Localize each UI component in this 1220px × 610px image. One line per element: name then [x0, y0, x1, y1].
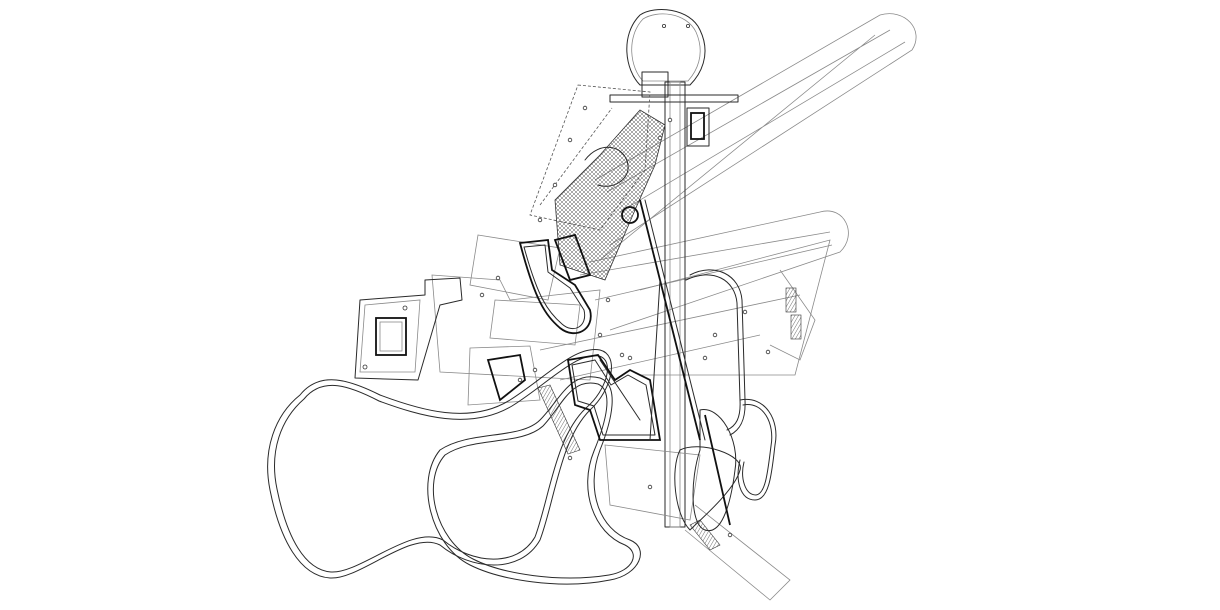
crosshatched-mass [554, 109, 666, 281]
bold-irregular-forms [486, 233, 662, 441]
right-stair-elements [769, 269, 816, 361]
plate-layers [431, 234, 791, 601]
left-free-form-loop [267, 349, 612, 579]
dashed-frames [529, 84, 651, 231]
right-loop-enclosure [674, 269, 777, 532]
center-free-form-loop [427, 376, 641, 585]
hatched-ramps [537, 384, 721, 551]
top-pavilion [626, 9, 706, 86]
central-spine [609, 71, 739, 528]
structural-lines [599, 199, 731, 526]
left-square-pavilion [354, 277, 463, 381]
column-markers [479, 105, 771, 538]
